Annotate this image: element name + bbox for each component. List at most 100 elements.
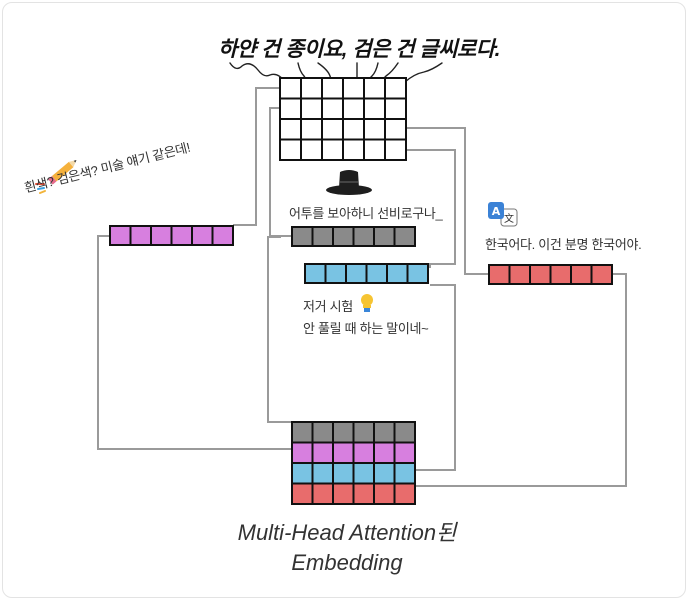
matrix-cell — [342, 77, 365, 100]
matrix-cell — [300, 77, 323, 100]
matrix-cell — [342, 97, 365, 120]
gray-vector-cell — [373, 226, 396, 247]
note-korean: 한국어다. 이건 분명 한국어야. — [485, 237, 642, 252]
output-cell — [291, 421, 314, 444]
diagram-caption: Multi-Head Attention된 Embedding — [212, 518, 482, 578]
output-cell — [291, 482, 314, 505]
output-cell — [291, 441, 314, 464]
svg-text:A: A — [492, 205, 501, 218]
purple-vector-cell — [170, 225, 193, 246]
squiggle-6 — [379, 62, 399, 83]
matrix-cell — [279, 138, 302, 161]
link-matrix-to-purple — [233, 87, 280, 226]
note-exam: 저거 시험 안 풀릴 때 하는 말이네~ — [303, 296, 429, 340]
output-cell — [373, 462, 396, 485]
link-blue-to-output — [416, 284, 456, 471]
matrix-cell — [279, 77, 302, 100]
gray-vector-cell — [332, 226, 355, 247]
output-cell — [393, 462, 416, 485]
red-vector-cell — [529, 264, 552, 285]
link-purple-to-output — [97, 235, 292, 450]
matrix-cell — [300, 118, 323, 141]
translate-icon: A 文 — [488, 202, 518, 227]
output-cell — [393, 441, 416, 464]
blue-vector-cell — [386, 263, 409, 284]
pencil-icon — [48, 160, 77, 185]
output-cell — [332, 462, 355, 485]
squiggle-1 — [229, 62, 286, 83]
output-cell — [393, 421, 416, 444]
matrix-cell — [342, 118, 365, 141]
blue-vector-cell — [304, 263, 327, 284]
output-cell — [332, 421, 355, 444]
attention-matrix — [279, 77, 407, 161]
gray-vector — [291, 226, 416, 247]
matrix-cell — [384, 77, 407, 100]
matrix-cell — [363, 118, 386, 141]
page-title: 하얀 건 종이요, 검은 건 글씨로다. — [218, 38, 501, 61]
red-vector-cell — [508, 264, 531, 285]
blue-vector-cell — [324, 263, 347, 284]
note-scholar: 어투를 보아하니 선비로구나_ — [289, 206, 443, 221]
output-cell — [311, 441, 334, 464]
matrix-cell — [384, 97, 407, 120]
output-cell — [352, 482, 375, 505]
matrix-cell — [321, 97, 344, 120]
output-cell — [332, 441, 355, 464]
matrix-cell — [321, 118, 344, 141]
blue-vector-cell — [406, 263, 429, 284]
pencil-sparks — [35, 183, 46, 194]
squiggle-7 — [404, 62, 443, 83]
connector-lines — [97, 87, 627, 487]
red-vector-cell — [590, 264, 613, 285]
blue-vector-cell — [345, 263, 368, 284]
gray-vector-cell — [311, 226, 334, 247]
lightbulb-icon — [361, 294, 373, 312]
gat-hat-icon — [326, 170, 372, 195]
matrix-cell — [279, 97, 302, 120]
output-cell — [311, 482, 334, 505]
squiggle-3 — [317, 62, 333, 83]
gray-vector-cell — [352, 226, 375, 247]
purple-vector-cell — [191, 225, 214, 246]
link-matrix-to-blue — [406, 149, 456, 268]
matrix-cell — [321, 138, 344, 161]
red-vector-cell — [488, 264, 511, 285]
red-vector — [488, 264, 613, 285]
matrix-cell — [279, 118, 302, 141]
matrix-cell — [363, 77, 386, 100]
matrix-cell — [384, 118, 407, 141]
matrix-cell — [342, 138, 365, 161]
note-exam-line2: 안 풀릴 때 하는 말이네~ — [303, 321, 429, 336]
purple-vector-cell — [109, 225, 132, 246]
output-cell — [352, 441, 375, 464]
matrix-cell — [321, 77, 344, 100]
output-cell — [332, 482, 355, 505]
purple-vector-cell — [150, 225, 173, 246]
link-gray-to-output — [267, 236, 292, 423]
purple-vector-cell — [129, 225, 152, 246]
purple-vector-cell — [211, 225, 234, 246]
matrix-cell — [300, 138, 323, 161]
blue-vector-cell — [365, 263, 388, 284]
link-red-to-output — [416, 273, 627, 487]
matrix-cell — [384, 138, 407, 161]
output-cell — [393, 482, 416, 505]
output-cell — [311, 462, 334, 485]
blue-vector — [304, 263, 429, 284]
gray-vector-cell — [291, 226, 314, 247]
output-cell — [373, 482, 396, 505]
output-cell — [311, 421, 334, 444]
matrix-cell — [363, 97, 386, 120]
output-cell — [373, 421, 396, 444]
caption-line2: Embedding — [291, 550, 403, 575]
caption-line1: Multi-Head Attention된 — [237, 520, 457, 545]
output-cell — [373, 441, 396, 464]
red-vector-cell — [549, 264, 572, 285]
svg-text:文: 文 — [504, 212, 514, 225]
matrix-cell — [363, 138, 386, 161]
red-vector-cell — [570, 264, 593, 285]
gray-vector-cell — [393, 226, 416, 247]
